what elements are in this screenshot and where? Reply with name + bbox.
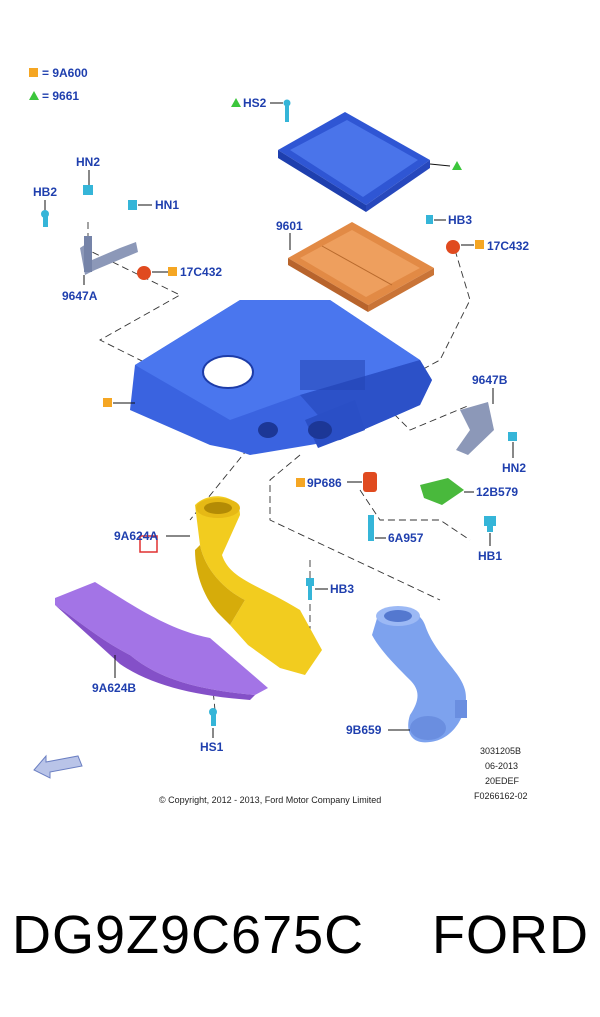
screw-hs1 bbox=[209, 708, 217, 726]
bolt-hb2 bbox=[41, 210, 49, 227]
9p686-square-icon bbox=[296, 478, 305, 487]
svg-text:20EDEF: 20EDEF bbox=[485, 776, 520, 786]
17c432-left-square-icon bbox=[168, 267, 177, 276]
bolt-hb3-top bbox=[426, 215, 433, 224]
label-17c432-right: 17C432 bbox=[487, 239, 529, 253]
legend-square-icon bbox=[29, 68, 38, 77]
svg-text:06-2013: 06-2013 bbox=[485, 761, 518, 771]
bracket-9647b bbox=[456, 402, 494, 455]
brand-name: FORD bbox=[432, 905, 589, 965]
lid-triangle-marker-icon bbox=[452, 161, 462, 170]
nut-hn2-right bbox=[508, 432, 517, 441]
label-12b579: 12B579 bbox=[476, 485, 518, 499]
label-hb1: HB1 bbox=[478, 549, 502, 563]
airbox-lower-housing bbox=[130, 300, 432, 455]
label-hn2: HN2 bbox=[76, 155, 100, 169]
nut-hn1 bbox=[128, 200, 137, 210]
exploded-parts-diagram: = 9A600 = 9661 HS2 9601 bbox=[29, 66, 529, 805]
hs2-triangle-icon bbox=[231, 98, 241, 107]
svg-text:F0266162-02: F0266162-02 bbox=[474, 791, 528, 801]
part-number: DG9Z9C675C bbox=[12, 905, 365, 965]
highlight-marker bbox=[139, 535, 158, 553]
grommet-17c432-right bbox=[446, 240, 460, 254]
label-9p686: 9P686 bbox=[307, 476, 342, 490]
grommet-17c432-left bbox=[137, 266, 151, 280]
bracket-9647a bbox=[80, 236, 138, 275]
label-hb3-top: HB3 bbox=[448, 213, 472, 227]
airbox-lid bbox=[278, 112, 451, 212]
label-9601: 9601 bbox=[276, 219, 303, 233]
diagram-info-block: 3031205B 06-2013 20EDEF F0266162-02 bbox=[474, 746, 528, 801]
airbox-square-marker-icon bbox=[103, 398, 112, 407]
bolt-hb3-mid bbox=[306, 578, 314, 600]
label-9b659: 9B659 bbox=[346, 723, 382, 737]
label-9647a: 9647A bbox=[62, 289, 98, 303]
label-hn2-right: HN2 bbox=[502, 461, 526, 475]
front-direction-arrow-icon bbox=[33, 754, 83, 779]
part-caption: DG9Z9C675C FORD bbox=[0, 900, 600, 980]
label-hb2: HB2 bbox=[33, 185, 57, 199]
air-filter-element bbox=[288, 222, 434, 312]
label-17c432-left: 17C432 bbox=[180, 265, 222, 279]
17c432-right-square-icon bbox=[475, 240, 484, 249]
deflector-9a624b bbox=[55, 582, 268, 700]
label-hs2: HS2 bbox=[243, 96, 267, 110]
label-9647b: 9647B bbox=[472, 373, 508, 387]
hose-9b659 bbox=[372, 606, 467, 743]
nut-hn2 bbox=[83, 185, 93, 195]
screw-hs2 bbox=[283, 99, 291, 122]
bolt-hb1 bbox=[484, 516, 496, 532]
label-9a624b: 9A624B bbox=[92, 681, 136, 695]
pin-6a957 bbox=[368, 515, 374, 541]
label-6a957: 6A957 bbox=[388, 531, 424, 545]
svg-text:3031205B: 3031205B bbox=[480, 746, 521, 756]
clip-12b579 bbox=[420, 478, 464, 505]
grommet-9p686 bbox=[363, 472, 377, 492]
legend-square-label: = 9A600 bbox=[42, 66, 88, 80]
legend-triangle-label: = 9661 bbox=[42, 89, 79, 103]
legend-triangle-icon bbox=[29, 91, 39, 100]
duct-9a624a bbox=[195, 496, 322, 675]
label-hn1: HN1 bbox=[155, 198, 179, 212]
label-hs1: HS1 bbox=[200, 740, 224, 754]
copyright-text: © Copyright, 2012 - 2013, Ford Motor Com… bbox=[159, 795, 381, 805]
label-hb3-mid: HB3 bbox=[330, 582, 354, 596]
label-9a624a: 9A624A bbox=[114, 529, 158, 543]
